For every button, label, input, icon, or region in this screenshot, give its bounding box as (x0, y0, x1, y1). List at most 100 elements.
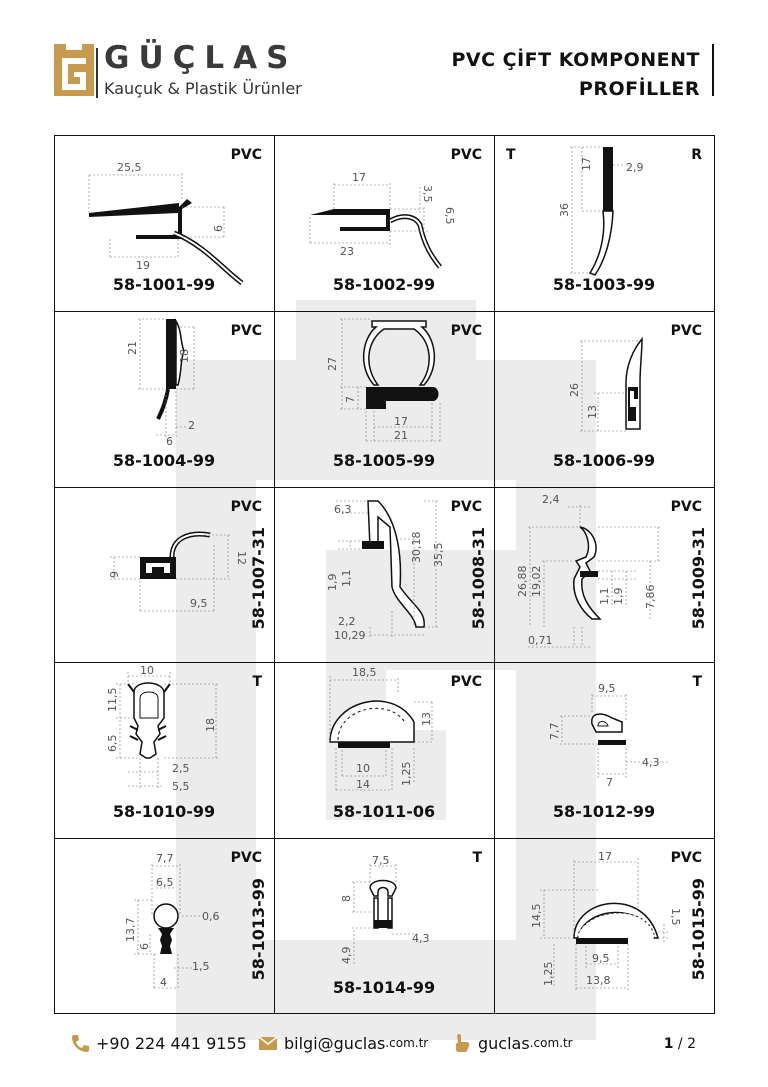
material-label: PVC (670, 323, 702, 339)
product-cell-1001[interactable]: 25,5 9 19 PVC 58-1001-99 (54, 135, 274, 311)
product-code: 58-1002-99 (332, 275, 436, 294)
grid-line (54, 311, 715, 313)
product-cell-1015[interactable]: 17 14,5 1,5 9,5 1,25 13,8 PVC 58-1015-99 (494, 838, 714, 1014)
dim-label: 6 (166, 435, 173, 448)
product-code: 58-1001-99 (112, 275, 216, 294)
product-code: 58-1006-99 (552, 451, 656, 470)
dim-label: 26 (568, 383, 581, 397)
product-cell-1014[interactable]: 7,5 8 4,3 4,9 T 58-1014-99 (274, 838, 494, 1014)
dim-label: 14 (356, 778, 370, 791)
phone-icon (72, 1035, 89, 1052)
profile-drawing: 18,5 13 10 1,25 14 (329, 666, 434, 792)
product-code: 58-1014-99 (332, 978, 436, 997)
product-cell-1005[interactable]: 27 7 17 21 PVC 58-1005-99 (274, 311, 494, 487)
profile-drawing: 2,4 26,88 19,02 1,1 1,9 7,86 0,71 (516, 493, 660, 648)
profile-drawing: 7,5 8 4,3 4,9 (340, 854, 430, 965)
dim-label: 10 (140, 664, 154, 677)
dim-label: 7,7 (548, 723, 561, 741)
material-label: PVC (230, 323, 262, 339)
dim-label: 6 (138, 943, 151, 950)
product-cell-1004[interactable]: 21 18 2 6 PVC 58-1004-99 (54, 311, 274, 487)
material-label: PVC (450, 674, 482, 690)
mail-icon (258, 1036, 278, 1050)
dim-label: 10,29 (334, 629, 366, 642)
dim-label: 5,5 (172, 780, 190, 793)
material-label: PVC (230, 499, 262, 515)
dim-label: 7 (344, 396, 357, 403)
dim-label: 17 (394, 415, 408, 428)
material-label: PVC (230, 147, 262, 163)
dim-label: 26,88 (516, 566, 529, 598)
web-tld: .com.tr (529, 1036, 573, 1050)
profile-drawing: 17 14,5 1,5 9,5 1,25 13,8 (530, 850, 682, 990)
dim-label: 21 (394, 429, 408, 442)
dim-label: 4,9 (340, 947, 353, 965)
dim-label: 35,5 (432, 543, 445, 568)
material-label: T (692, 674, 702, 690)
profile-drawing: 10 11,5 6,5 18 2,5 5,5 (106, 664, 218, 793)
product-cell-1002[interactable]: 17 3,5 6,5 23 PVC 58-1002-99 (274, 135, 494, 311)
dim-label: 9,5 (592, 952, 610, 965)
dim-label: 13 (420, 712, 433, 726)
material-label: PVC (230, 850, 262, 866)
dim-label: 9 (211, 225, 224, 232)
dim-label: 18 (178, 349, 191, 363)
dim-label: 9,5 (190, 597, 208, 610)
product-cell-1010[interactable]: 10 11,5 6,5 18 2,5 5,5 T 58-1010-99 (54, 662, 274, 838)
dim-label: 13,8 (586, 974, 611, 987)
material-label: PVC (450, 323, 482, 339)
document-title: PVC ÇİFT KOMPONENT PROFİLLER (451, 46, 700, 104)
dim-label: 13 (586, 405, 599, 419)
footer-website[interactable]: guclas.com.tr (452, 1033, 573, 1053)
pointer-hand-icon (456, 1034, 470, 1052)
product-cell-1012[interactable]: 9,5 7,7 4,3 7 T 58-1012-99 (494, 662, 714, 838)
dim-label: 3,5 (421, 185, 434, 203)
dim-label: 2,4 (542, 493, 560, 506)
dim-label: 7,5 (372, 854, 390, 867)
dim-label: 10 (356, 762, 370, 775)
dim-label: 0,71 (528, 634, 553, 647)
dim-label: 6,5 (156, 876, 174, 889)
product-cell-1006[interactable]: 26 13 PVC 58-1006-99 (494, 311, 714, 487)
page-number: 1 / 2 (664, 1036, 696, 1052)
dim-label: 4,3 (642, 756, 660, 769)
profile-drawing: 6,3 1,9 1,1 30,18 35,5 2,2 10,29 (326, 500, 445, 642)
profile-drawing: 17 3,5 6,5 23 (309, 171, 456, 269)
material-label: T (252, 674, 262, 690)
dim-label: 6,3 (334, 503, 352, 516)
dim-label: 7,86 (644, 585, 657, 610)
dim-label: 12 (235, 551, 248, 565)
dim-label: 1,25 (542, 962, 555, 987)
dim-label: 4 (160, 976, 167, 989)
dim-label: 19 (136, 259, 150, 272)
product-cell-1011[interactable]: 18,5 13 10 1,25 14 PVC 58-1011-06 (274, 662, 494, 838)
dim-label: 6 (107, 571, 120, 578)
profile-drawing: 7,7 6,5 0,6 13,7 6 1,5 4 (124, 852, 220, 990)
dim-label: 17 (598, 850, 612, 863)
footer-phone[interactable]: +90 224 441 9155 (70, 1033, 247, 1053)
product-code: 58-1009-31 (689, 527, 708, 630)
dim-label: 9,5 (598, 682, 616, 695)
product-cell-1009[interactable]: 2,4 26,88 19,02 1,1 1,9 7,86 0,71 PVC 58… (494, 487, 714, 663)
dim-label: 30,18 (410, 532, 423, 564)
product-cell-1013[interactable]: 7,7 6,5 0,6 13,7 6 1,5 4 PVC 58-1013-99 (54, 838, 274, 1014)
grid-line (494, 135, 496, 1014)
product-code: 58-1012-99 (552, 802, 656, 821)
product-cell-1007[interactable]: 6 12 9,5 PVC 58-1007-31 (54, 487, 274, 663)
product-code: 58-1005-99 (332, 451, 436, 470)
phone-number: +90 224 441 9155 (96, 1033, 247, 1053)
title-line-2: PROFİLLER (578, 78, 700, 100)
profile-drawing: 26 13 (568, 336, 643, 432)
product-cell-1008[interactable]: 6,3 1,9 1,1 30,18 35,5 2,2 10,29 PVC 58-… (274, 487, 494, 663)
dim-label: 4,3 (412, 932, 430, 945)
footer-email[interactable]: bilgi@guclas.com.tr (258, 1033, 428, 1053)
material-label: PVC (670, 850, 702, 866)
brand-subtitle: Kauçuk & Plastik Ürünler (104, 79, 302, 98)
product-cell-1003[interactable]: 2,9 17 36 T R 58-1003-99 (494, 135, 714, 311)
brand-name: GÜÇLAS (104, 40, 298, 76)
title-bar (712, 44, 714, 96)
dim-label: 13,7 (124, 918, 137, 943)
dim-label: 18 (204, 718, 217, 732)
dim-label: 17 (352, 171, 366, 184)
dim-label: 17 (580, 157, 593, 171)
